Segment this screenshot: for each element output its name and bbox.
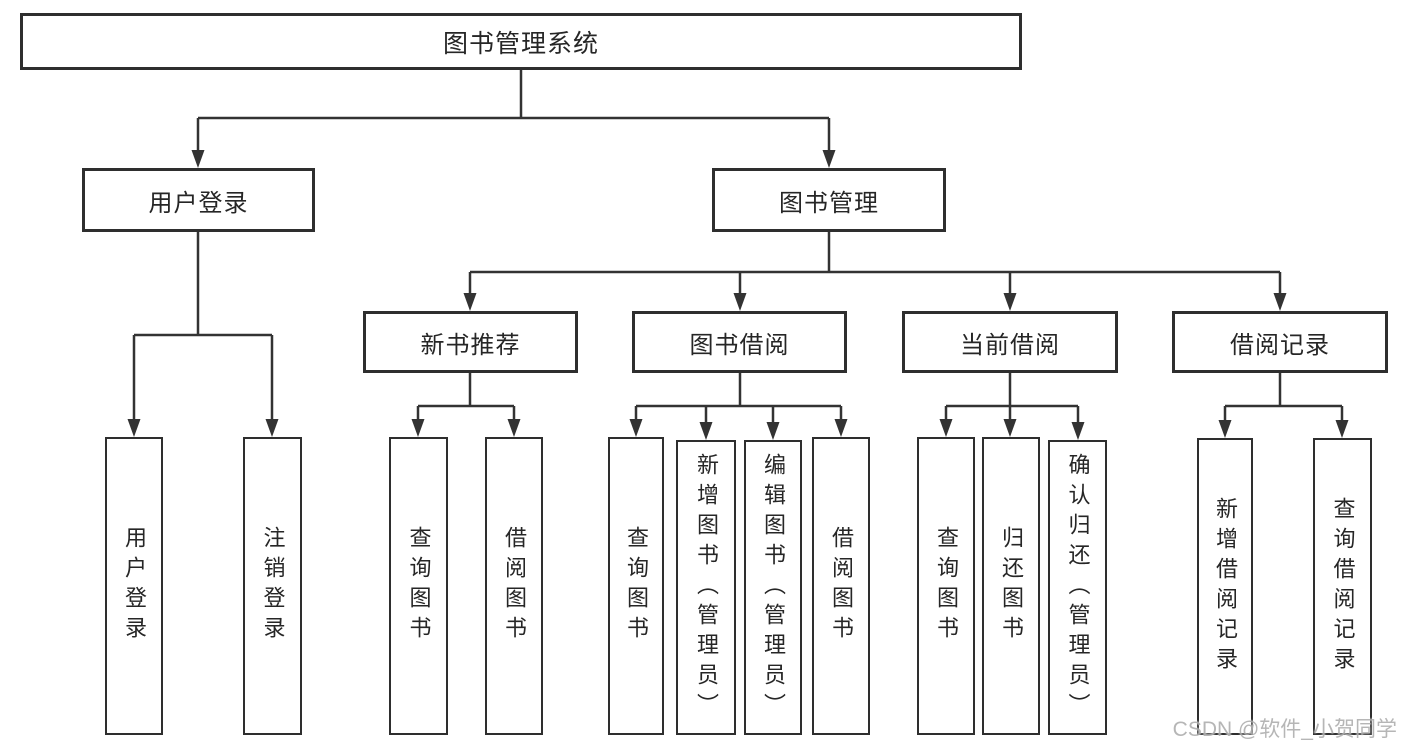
leaf-user-login: 用户登录: [105, 437, 163, 735]
node-current-borrowing: 当前借阅: [902, 311, 1118, 373]
leaf-query-books-recommend: 查询图书: [389, 437, 448, 735]
watermark-text: CSDN @软件_小贺同学: [1172, 718, 1397, 741]
leaf-label: 注销登录: [260, 526, 286, 646]
leaf-label: 编辑图书（管理员）: [761, 452, 786, 723]
leaf-label: 查询图书: [406, 526, 432, 646]
leaf-label: 新增图书（管理员）: [694, 452, 719, 723]
node-label: 图书借阅: [689, 331, 790, 359]
leaf-label: 借阅图书: [502, 526, 527, 646]
leaf-label: 归还图书: [999, 526, 1024, 646]
leaf-query-borrow-record: 查询借阅记录: [1313, 438, 1372, 735]
leaf-logout: 注销登录: [243, 437, 302, 735]
node-borrowing-records: 借阅记录: [1172, 311, 1388, 373]
leaf-label: 借阅图书: [829, 526, 854, 646]
node-user-login: 用户登录: [82, 168, 315, 232]
leaf-add-books-admin: 新增图书（管理员）: [676, 440, 736, 735]
node-label: 图书管理: [779, 189, 879, 217]
leaf-borrow-books-recommend: 借阅图书: [485, 437, 543, 735]
node-label: 新书推荐: [420, 331, 521, 359]
node-book-management: 图书管理: [712, 168, 946, 232]
leaf-label: 查询图书: [934, 526, 959, 646]
leaf-label: 新增借阅记录: [1213, 496, 1238, 677]
leaf-label: 查询借阅记录: [1330, 496, 1356, 677]
leaf-confirm-return-admin: 确认归还（管理员）: [1048, 440, 1107, 735]
leaf-borrow-books: 借阅图书: [812, 437, 870, 735]
leaf-query-books-borrow: 查询图书: [608, 437, 664, 735]
node-library-management-system: 图书管理系统: [20, 13, 1022, 70]
leaf-add-borrow-record: 新增借阅记录: [1197, 438, 1253, 735]
node-label: 图书管理系统: [442, 29, 599, 58]
leaf-return-books: 归还图书: [982, 437, 1040, 735]
node-new-book-recommend: 新书推荐: [363, 311, 578, 373]
node-book-borrowing: 图书借阅: [632, 311, 847, 373]
node-label: 借阅记录: [1230, 331, 1330, 359]
node-label: 用户登录: [148, 189, 249, 217]
leaf-label: 确认归还（管理员）: [1065, 452, 1091, 723]
leaf-edit-books-admin: 编辑图书（管理员）: [744, 440, 802, 735]
leaf-label: 查询图书: [624, 526, 649, 646]
leaf-label: 用户登录: [122, 526, 147, 646]
node-label: 当前借阅: [960, 331, 1060, 359]
leaf-query-books-current: 查询图书: [917, 437, 975, 735]
